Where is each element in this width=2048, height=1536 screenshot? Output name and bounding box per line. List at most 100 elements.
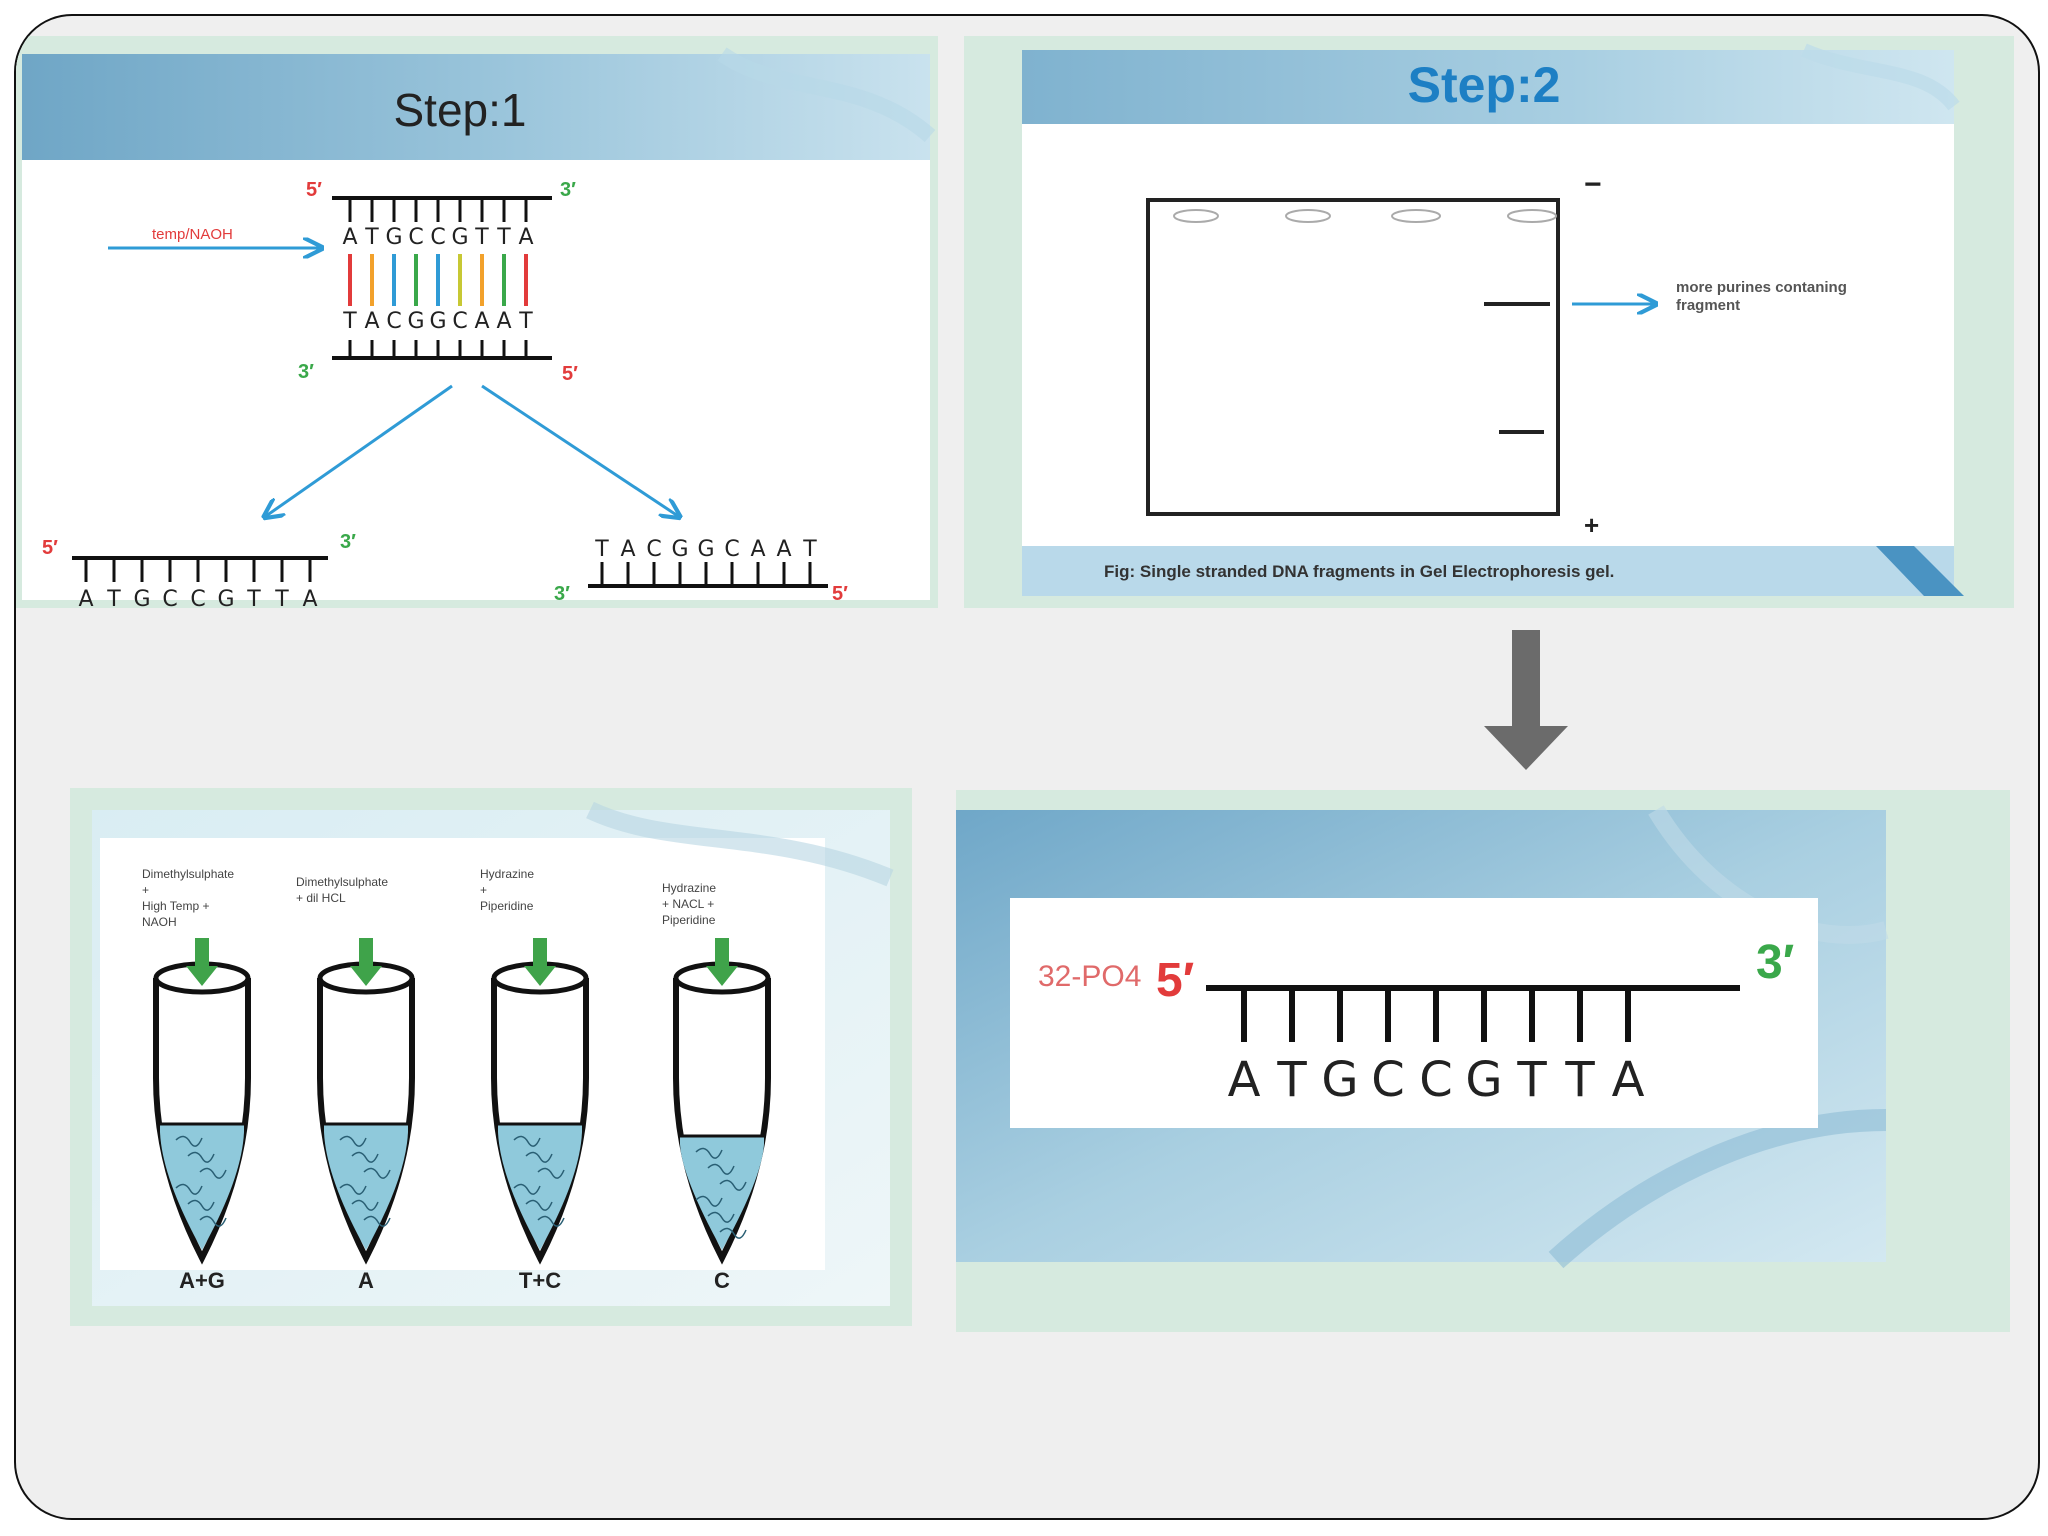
dna-fragment [175,1183,203,1195]
reagent-label: Piperidine [662,913,716,927]
base-letter: T [1516,1052,1547,1108]
base-letter: T [274,587,289,608]
split-arrow-left [266,384,453,516]
reagent-label: Hydrazine [662,881,716,895]
gel-minus: − [1584,168,1602,201]
dna-fragment [175,1135,203,1147]
base-letter: C [646,537,661,562]
dna-fragment [707,1211,735,1223]
dna-fragment [187,1199,215,1211]
band-annotation-line1: more purines contaning [1676,279,1847,296]
top-base-letter: C [408,225,423,250]
base-letter: G [1465,1052,1502,1108]
dna-fragment [525,1151,553,1163]
reagent-label: Dimethylsulphate [142,867,234,881]
reagent-label: + dil HCL [296,891,346,905]
dna-fragment [363,1167,391,1179]
reagent-label: High Temp + [142,899,209,913]
base-letter: C [1371,1052,1405,1108]
base-letter: C [190,587,205,608]
dna-fragment [537,1167,565,1179]
top-3prime-label: 3′ [560,179,576,201]
base-letter: A [1612,1052,1645,1108]
bottom-base-letter: G [407,309,424,334]
tube-label: A [358,1268,374,1293]
test-tube: Dimethylsulphate + dil HCL A [296,875,415,1293]
base-letter: G [671,537,688,562]
reagent-label: Dimethylsulphate [296,875,388,889]
base-letter: T [1276,1052,1307,1108]
step2-panel: Step:2 − + more purines contaning fragme… [964,36,2014,608]
base-letter: T [246,587,261,608]
top-base-letter: G [385,225,402,250]
base-letter: C [1419,1052,1453,1108]
bottom-base-letter: T [518,309,533,334]
tube-label: T+C [519,1268,561,1293]
base-letter: T [594,537,609,562]
reagent-label: NAOH [142,915,177,929]
base-letter: G [133,587,150,608]
base-letter: A [750,537,765,562]
dna-fragment [339,1183,367,1195]
dna-fragment [187,1151,215,1163]
top-base-letter: G [451,225,468,250]
reagent-arrow-icon [524,938,556,986]
dna-fragment [513,1135,541,1147]
dna-fragment [363,1215,391,1227]
base-letter: C [724,537,739,562]
gel-wells [1173,209,1557,223]
base-letter: A [620,537,635,562]
dna-fragment [199,1215,227,1227]
dna-fragment [707,1163,735,1175]
top-base-letter: C [430,225,445,250]
tube-label: C [714,1268,730,1293]
dna-fragment [719,1179,747,1191]
heat-arrow-label: temp/NAOH [152,226,233,243]
base-letter: C [162,587,177,608]
strand-5prime-label: 5′ [1156,954,1194,1007]
reagent-label: + NACL + [662,897,714,911]
dna-fragment [351,1151,379,1163]
down-arrow [1484,630,1568,770]
bottom-5prime-label: 5′ [562,363,578,385]
top-base-letter: A [342,225,357,250]
dna-fragment [339,1135,367,1147]
base-letter: G [697,537,714,562]
top-5prime-label: 5′ [306,179,322,201]
reagent-arrow-icon [350,938,382,986]
dna-fragment [719,1227,747,1239]
bottom-base-letter: C [452,309,467,334]
base-letter: T [106,587,121,608]
bottom-3prime-label: 3′ [298,361,314,383]
reagent-arrow-icon [186,938,218,986]
bottom-base-letter: G [429,309,446,334]
strand-3prime-label: 3′ [340,531,356,553]
base-letter: A [776,537,791,562]
reagent-label: + [480,883,487,897]
base-letter: A [302,587,317,608]
gel-box [1146,198,1560,516]
base-letter: G [217,587,234,608]
step2-title: Step:2 [1408,57,1561,113]
step1-title: Step:1 [394,84,527,136]
reagent-label: Hydrazine [480,867,534,881]
gel-caption: Fig: Single stranded DNA fragments in Ge… [1104,562,1614,581]
gel-plus: + [1584,510,1599,540]
split-arrow-right [481,384,678,516]
strand-3prime-label: 3′ [554,583,570,605]
base-letter: T [802,537,817,562]
dna-fragment [199,1167,227,1179]
bottom-base-letter: C [386,309,401,334]
base-letter: A [78,587,93,608]
strand-5prime-label: 5′ [42,537,58,559]
top-base-letter: T [364,225,379,250]
